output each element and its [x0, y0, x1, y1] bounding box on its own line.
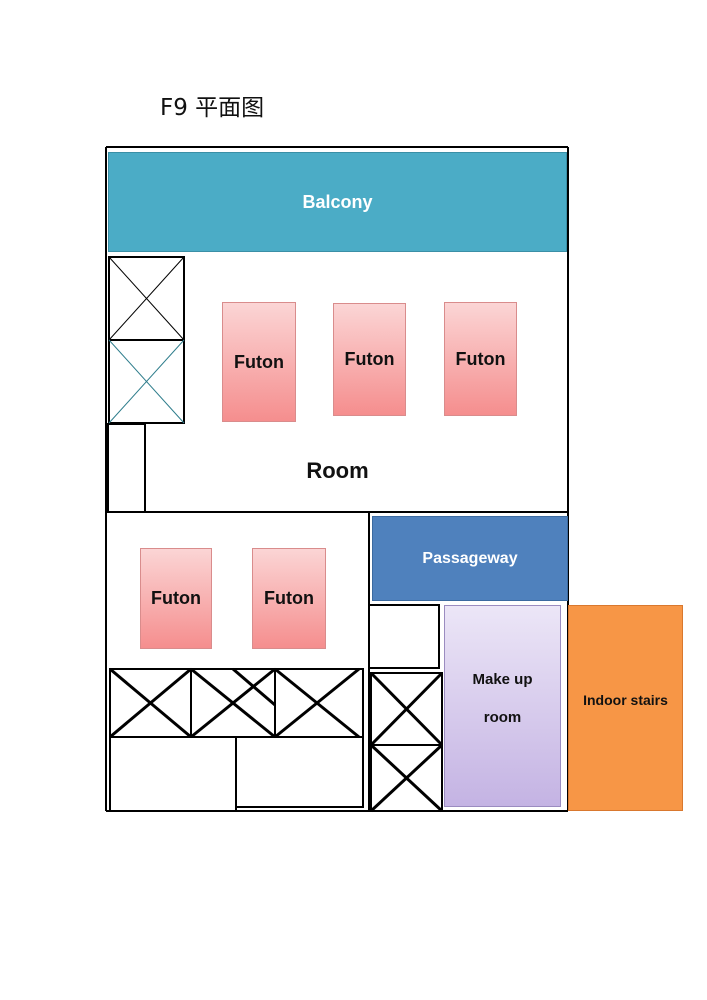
futon-4: Futon [140, 548, 212, 649]
passageway-area [372, 516, 568, 601]
indoor-stairs-area [568, 605, 683, 811]
makeup-room-area [444, 605, 561, 807]
makeup-room-label-line2: room [483, 708, 522, 726]
room-label: Room [306, 458, 369, 483]
balcony-area [108, 152, 567, 252]
futon-5: Futon [252, 548, 326, 649]
futon-3: Futon [444, 302, 517, 416]
balcony-label: Balcony [302, 191, 373, 212]
futon-1: Futon [222, 302, 296, 422]
futon-2: Futon [333, 303, 406, 416]
floor-plan-title: F9 平面图 [160, 95, 265, 121]
passageway-label: Passageway [422, 549, 518, 567]
indoor-stairs-label: Indoor stairs [583, 692, 668, 708]
makeup-room-label-line1: Make up [472, 670, 533, 688]
